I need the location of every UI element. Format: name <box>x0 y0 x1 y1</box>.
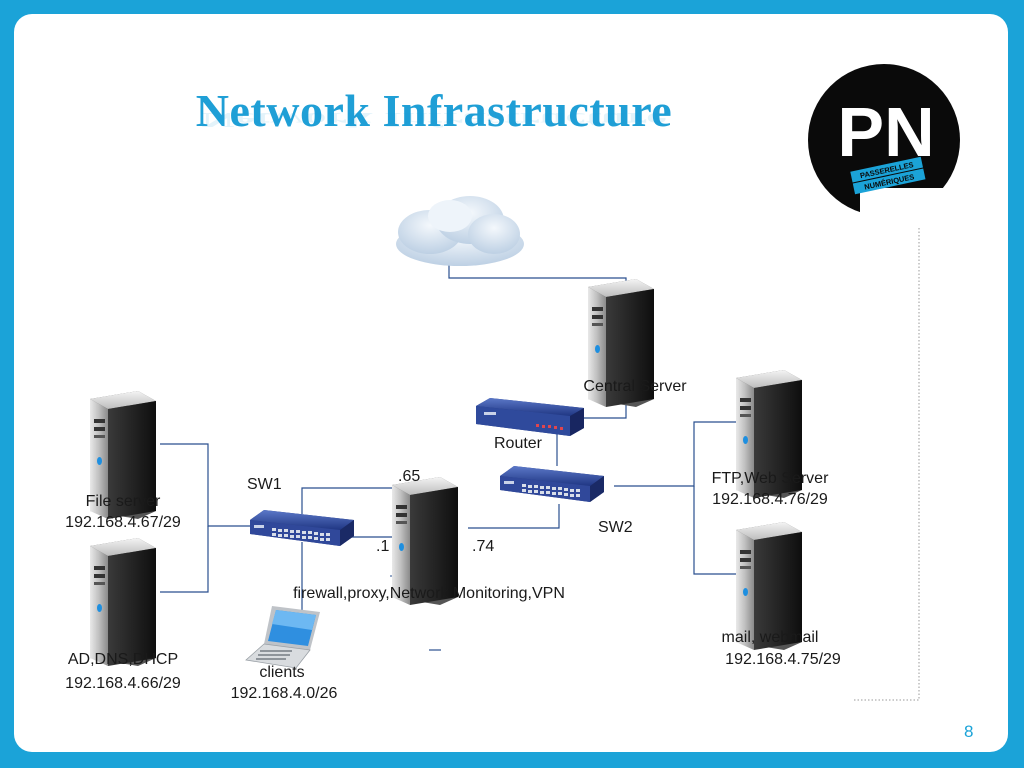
ad-dns-dhcp-server-icon <box>90 538 156 666</box>
firewall-label: firewall,proxy,Network Monitoring,VPN <box>293 585 565 602</box>
slide-title: Network Infrastructure <box>195 85 673 136</box>
ad-dns-dhcp-ip: 192.168.4.66/29 <box>65 675 181 692</box>
links <box>160 264 739 618</box>
link-sw2-firewall <box>468 504 560 529</box>
clients-label: clients <box>259 664 305 681</box>
router-label: Router <box>493 435 543 452</box>
link-sw1-firewall-65 <box>301 487 400 514</box>
sw2-switch-icon <box>500 466 604 502</box>
internet-cloud-icon <box>396 196 524 266</box>
sw1-label: SW1 <box>247 476 282 493</box>
sw2-label: SW2 <box>598 519 633 536</box>
page-number: 8 <box>964 722 974 741</box>
slide: Network Infrastructure Network Infrastru… <box>14 14 1008 752</box>
link-ad-sw1 <box>160 526 209 593</box>
mail-server-label: mail, webmail <box>721 629 819 646</box>
mail-server-ip: 192.168.4.75/29 <box>725 651 841 668</box>
clients-ip: 192.168.4.0/26 <box>230 685 338 702</box>
firewall-ip-74: .74 <box>472 538 495 555</box>
file-server-ip: 192.168.4.67/29 <box>65 514 181 531</box>
sw1-switch-icon <box>250 510 354 546</box>
firewall-ip-1: .1 <box>376 538 390 555</box>
link-sw2-mail <box>693 486 739 575</box>
file-server-label: File server <box>85 493 161 510</box>
router-icon <box>476 398 584 436</box>
ftp-web-server-ip: 192.168.4.76/29 <box>712 491 828 508</box>
ad-dns-dhcp-label: AD,DNS,DHCP <box>67 651 179 668</box>
link-file-sw1 <box>160 443 254 527</box>
firewall-ip-65: .65 <box>398 468 421 485</box>
dotted-bracket <box>854 226 920 701</box>
central-server-label: Central Server <box>583 378 687 395</box>
clients-laptop-icon <box>245 606 320 669</box>
link-sw2-ftp <box>614 421 739 487</box>
ftp-web-server-label: FTP,Web Server <box>711 470 829 487</box>
network-diagram <box>90 196 920 701</box>
pn-logo: PN PASSERELLES NUMÉRIQUES <box>808 64 960 216</box>
link-cloud-central <box>448 264 627 284</box>
